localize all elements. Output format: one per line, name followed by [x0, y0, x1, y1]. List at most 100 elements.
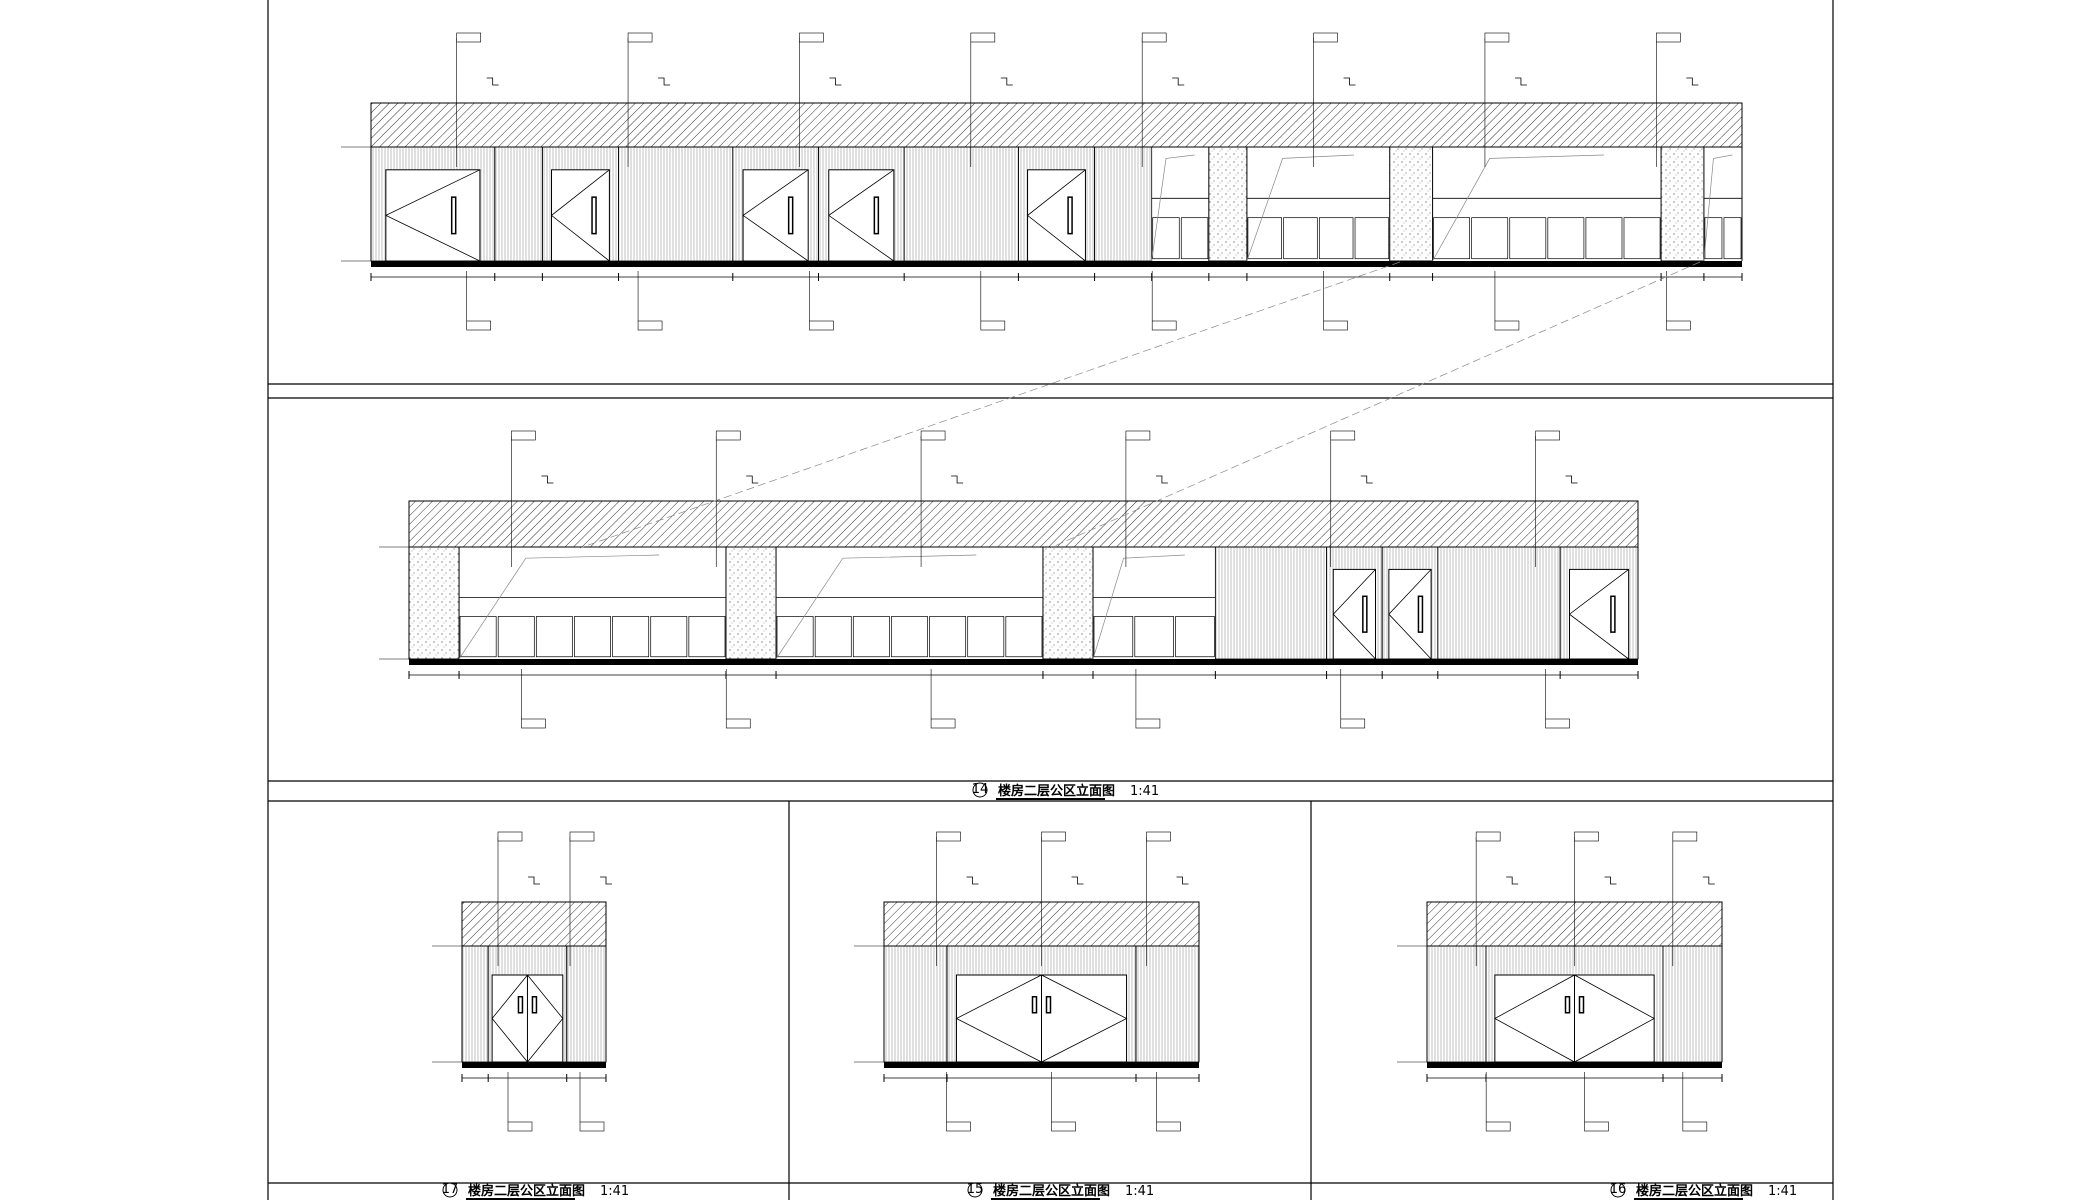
glass-panel: [497, 616, 535, 658]
glass-panel: [1152, 217, 1180, 260]
material-tag: [1141, 32, 1167, 43]
door: [385, 169, 481, 262]
light-symbol: [1565, 475, 1578, 484]
drawing-title: 楼房二层公区立面图: [993, 1183, 1110, 1199]
door-handle: [1045, 996, 1052, 1014]
door-swing: [742, 169, 809, 262]
glass-panel: [1547, 217, 1585, 260]
material-tag: [936, 831, 961, 842]
ceiling-hatch: [370, 102, 1743, 148]
material-tag: [809, 320, 834, 331]
elevation-17: [432, 831, 612, 1132]
light-symbol: [746, 475, 759, 484]
light-symbol: [1172, 77, 1185, 86]
wood-panel: [566, 945, 607, 1063]
light-symbol: [1000, 77, 1013, 86]
wood-panel: [1214, 546, 1327, 660]
material-tag: [1041, 831, 1066, 842]
material-tag: [1485, 1121, 1511, 1132]
door-handle: [531, 996, 538, 1014]
door-swing: [550, 169, 610, 262]
door-swing: [828, 169, 895, 262]
glass-panel: [1175, 616, 1215, 658]
glass-panel: [891, 616, 928, 658]
material-tag: [511, 430, 536, 441]
material-tag: [725, 718, 751, 729]
material-tag: [1494, 320, 1520, 331]
material-tag: [930, 718, 956, 729]
stone-column: [408, 546, 460, 660]
door: [551, 169, 610, 262]
light-symbol: [1176, 876, 1189, 885]
reflection-line: [1432, 154, 1604, 262]
material-tag: [1682, 1121, 1708, 1132]
door-handle: [1417, 595, 1424, 633]
glass-panel: [1471, 217, 1509, 260]
floor-slab: [1427, 1062, 1722, 1068]
glass-panel: [1723, 217, 1742, 260]
wood-panel: [618, 146, 734, 262]
material-tag: [1656, 32, 1681, 43]
material-tag: [1545, 718, 1570, 729]
stone-column: [1042, 546, 1094, 660]
elevation-15: [854, 831, 1200, 1132]
elevation-16: [1397, 831, 1723, 1132]
glass-panel: [776, 616, 814, 658]
drawing-number-circle: [972, 782, 988, 798]
light-symbol: [541, 475, 554, 484]
material-tag: [1672, 831, 1698, 842]
light-symbol: [1506, 876, 1519, 885]
ceiling-hatch: [408, 500, 1639, 548]
drawing-scale: 1:41: [600, 1184, 629, 1199]
light-symbol: [951, 475, 964, 484]
door-handle: [1067, 196, 1073, 235]
light-symbol: [1343, 77, 1356, 86]
reflection-line: [1246, 154, 1355, 262]
door: [1027, 169, 1086, 262]
drawing-title: 楼房二层公区立面图: [468, 1183, 585, 1199]
glass-panel: [612, 616, 650, 658]
door-handle: [450, 196, 457, 235]
reflection-line: [1151, 154, 1195, 262]
door-swing: [1568, 569, 1629, 660]
glass-panel: [1180, 217, 1209, 260]
wood-panel: [1094, 146, 1153, 262]
light-symbol: [600, 876, 612, 885]
material-tag: [579, 1121, 605, 1132]
material-tag: [1535, 430, 1560, 441]
material-tag: [1146, 831, 1171, 842]
material-tag: [1330, 430, 1356, 441]
floor-slab: [462, 1062, 606, 1068]
light-symbol: [1155, 475, 1168, 484]
drawing-number: 15: [967, 1182, 984, 1197]
glass-panel: [814, 616, 852, 658]
drawing-number-circle: [1610, 1182, 1626, 1198]
door: [1332, 568, 1377, 660]
door-swing: [1026, 169, 1086, 262]
door: [828, 169, 895, 262]
sheet-frame: [267, 0, 1834, 1200]
material-tag: [1484, 32, 1510, 43]
drawing-number: 16: [1610, 1182, 1627, 1197]
material-tag: [946, 1121, 971, 1132]
door-swing: [1332, 569, 1376, 660]
drawing-scale: 1:41: [1768, 1184, 1797, 1199]
material-tag: [1475, 831, 1501, 842]
glass-panel: [1585, 217, 1623, 260]
stone-column: [1389, 146, 1434, 262]
light-symbol: [528, 876, 540, 885]
door-swing: [1494, 974, 1655, 1063]
glass-panel: [852, 616, 890, 658]
material-tag: [920, 430, 946, 441]
drawing-number-circle: [967, 1182, 983, 1198]
door-swing: [384, 169, 481, 262]
material-tag: [466, 320, 491, 331]
door-handle: [1564, 996, 1571, 1014]
glass-panel: [459, 616, 497, 658]
material-tag: [1125, 430, 1151, 441]
light-symbol: [486, 77, 499, 86]
